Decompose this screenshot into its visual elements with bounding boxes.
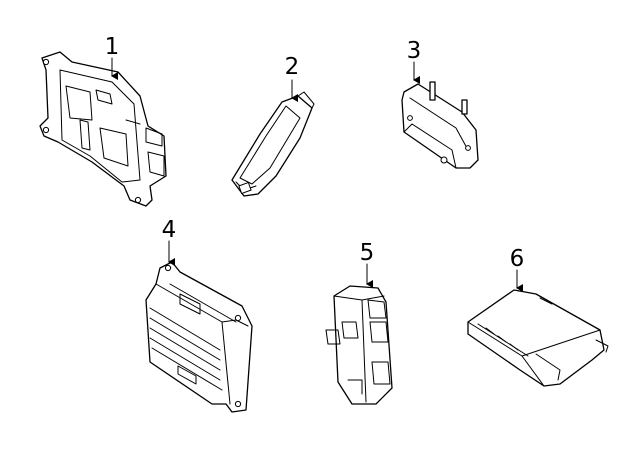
module-2[interactable]: [231, 91, 315, 197]
module-6[interactable]: [467, 289, 609, 387]
callout-3: 3: [407, 38, 422, 64]
callout-4: 4: [162, 217, 177, 243]
module-3[interactable]: [401, 81, 479, 169]
module-1[interactable]: [39, 51, 167, 207]
callout-5: 5: [360, 240, 375, 266]
module-5[interactable]: [325, 285, 393, 405]
callout-2: 2: [285, 54, 300, 80]
callout-1: 1: [105, 34, 120, 60]
module-4[interactable]: [145, 261, 253, 413]
callout-6: 6: [510, 246, 525, 272]
